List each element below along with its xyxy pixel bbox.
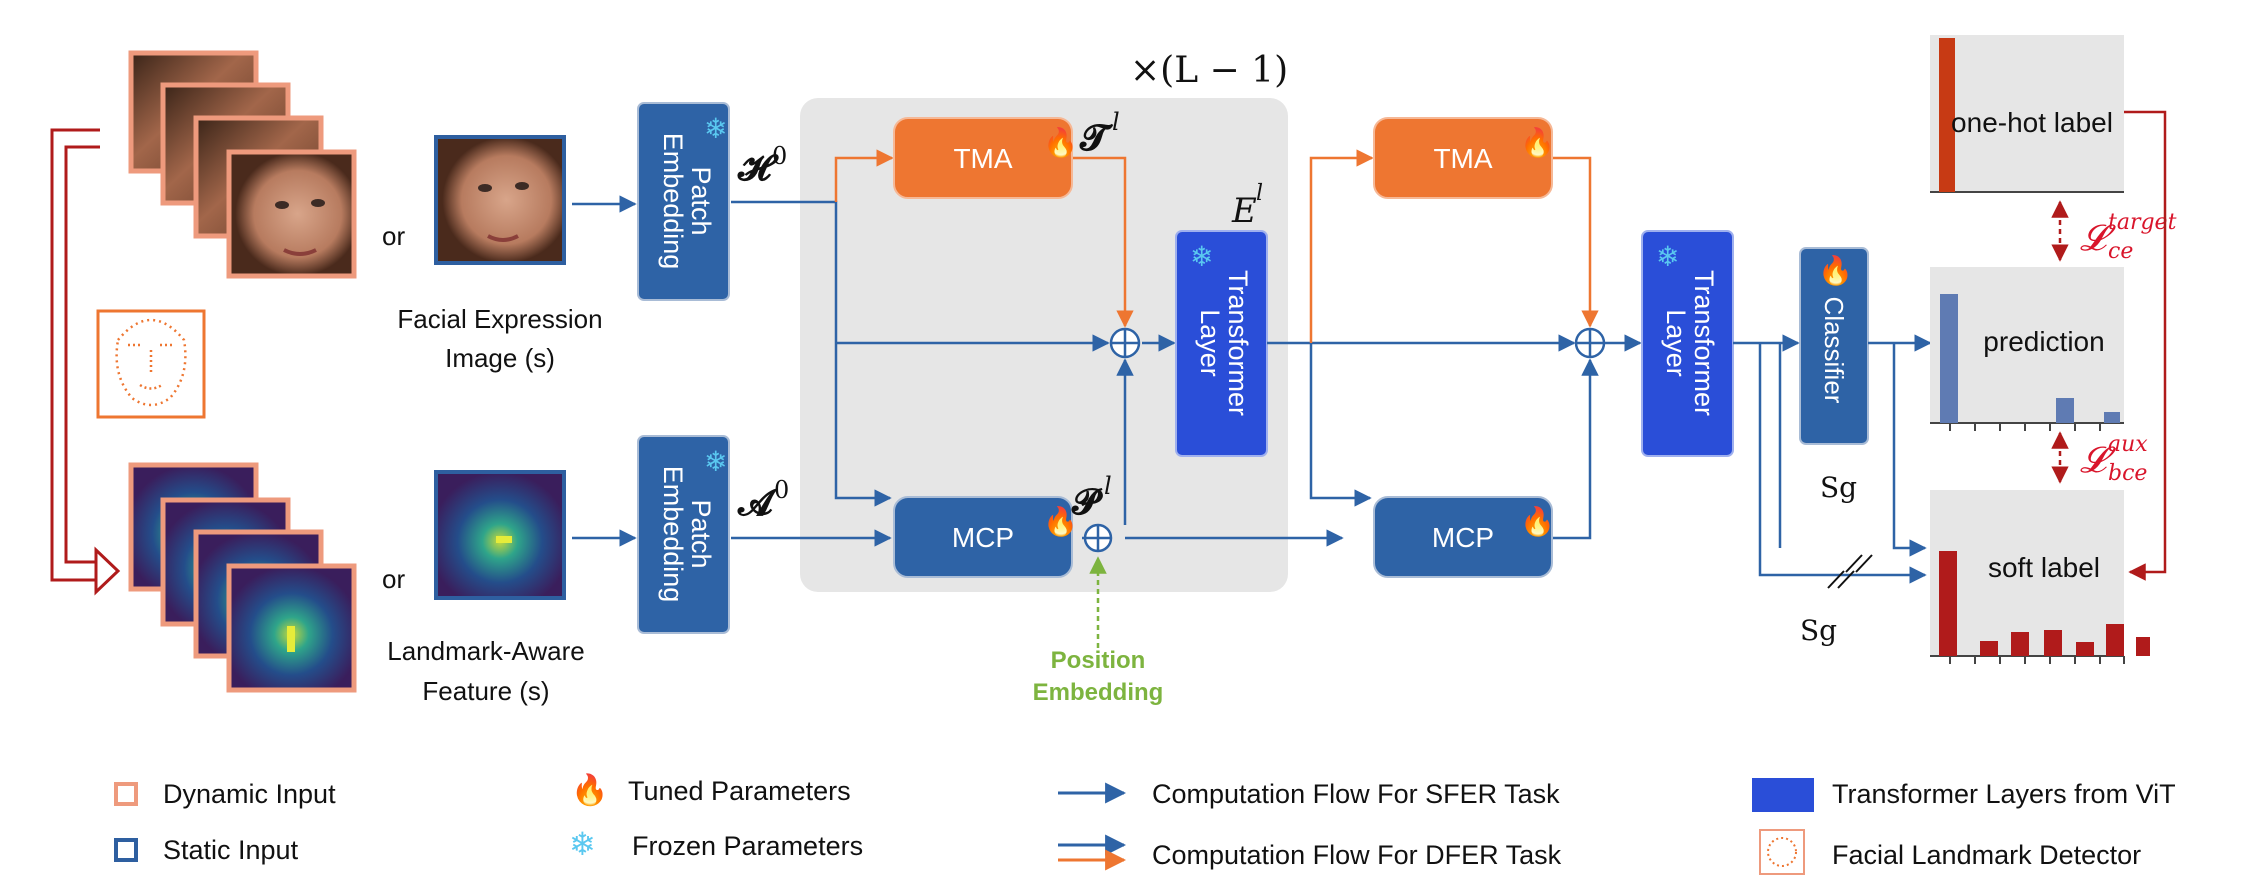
fire-icon: 🔥 [1043, 126, 1078, 159]
sum-node-1 [1109, 327, 1141, 359]
transformer-layer-1: Transformer Layer ❄ [1175, 230, 1268, 457]
static-feature-image [434, 470, 566, 600]
svg-text:Patch: Patch [686, 166, 716, 235]
svg-text:Embedding: Embedding [1033, 679, 1164, 706]
svg-text:MCP: MCP [1432, 522, 1494, 553]
svg-text:prediction: prediction [1983, 326, 2104, 357]
fire-icon: 🔥 [571, 772, 608, 807]
svg-text:𝓟: 𝓟 [1071, 481, 1103, 523]
legend-static-swatch [114, 838, 138, 862]
svg-text:one-hot label: one-hot label [1951, 107, 2113, 138]
image-caption-line2: Image (s) [445, 343, 555, 373]
svg-text:E: E [1231, 191, 1257, 231]
facial-landmark-detector-icon [96, 309, 206, 419]
svg-text:l: l [1104, 472, 1112, 500]
svg-text:Dynamic Input: Dynamic Input [163, 779, 336, 809]
svg-text:Transformer: Transformer [1223, 270, 1253, 416]
snowflake-icon: ❄ [1190, 241, 1213, 272]
sum-node-2 [1574, 327, 1606, 359]
tma-block-2: TMA 🔥 [1373, 117, 1555, 199]
landmark-extraction-arrow [50, 128, 121, 596]
svg-text:Position: Position [1051, 647, 1146, 674]
fire-icon: 🔥 [1520, 126, 1555, 159]
symbol-h0: 𝓗 0 [737, 142, 787, 189]
fire-icon: 🔥 [1818, 254, 1853, 287]
symbol-e: E l [1231, 181, 1263, 231]
tma-block-1: TMA 🔥 [893, 117, 1078, 199]
svg-text:Facial Landmark Detector: Facial Landmark Detector [1832, 840, 2141, 870]
loss-aux-label: 𝓛 aux bce [2080, 432, 2148, 486]
loss-target-label: 𝓛 target ce [2080, 210, 2177, 264]
svg-text:Tuned Parameters: Tuned Parameters [628, 776, 851, 806]
or-bottom: or [382, 564, 405, 594]
static-face-image [434, 135, 566, 265]
symbol-a0: 𝓐 0 [737, 476, 789, 524]
one-hot-label-panel: one-hot label [1930, 35, 2124, 193]
svg-text:0: 0 [772, 142, 787, 170]
output-flows [1733, 334, 1932, 589]
svg-text:𝓐: 𝓐 [737, 482, 779, 524]
svg-text:Static Input: Static Input [163, 835, 299, 865]
fire-icon: 🔥 [1520, 505, 1555, 538]
or-top: or [382, 221, 405, 251]
svg-text:l: l [1112, 108, 1120, 136]
feature-caption-line2: Feature (s) [422, 676, 549, 706]
transformer-layer-2: Transformer Layer ❄ [1641, 230, 1734, 457]
stop-gradient-label-top: Sg [1820, 471, 1857, 504]
svg-text:TMA: TMA [953, 143, 1012, 174]
snowflake-icon: ❄ [704, 446, 727, 477]
prediction-panel: prediction [1930, 267, 2124, 424]
soft-label-panel: soft label [1930, 490, 2150, 657]
svg-text:l: l [1256, 181, 1263, 206]
svg-text:Frozen Parameters: Frozen Parameters [632, 831, 863, 861]
svg-text:Transformer: Transformer [1689, 270, 1719, 416]
snowflake-icon: ❄ [1656, 241, 1679, 272]
position-sum-node [1083, 523, 1113, 553]
svg-text:aux: aux [2108, 432, 2148, 457]
svg-text:soft label: soft label [1988, 552, 2100, 583]
legend-landmark-swatch [1759, 829, 1805, 875]
dynamic-feature-stack [128, 462, 357, 693]
svg-text:0: 0 [774, 476, 789, 504]
feature-caption-line1: Landmark-Aware [387, 636, 585, 666]
legend-dynamic-swatch [114, 782, 138, 806]
legend-vit-swatch [1752, 778, 1814, 812]
repeat-label: ×(L − 1) [1130, 50, 1288, 91]
svg-text:Classifier: Classifier [1819, 297, 1849, 404]
snowflake-icon: ❄ [569, 826, 596, 862]
svg-text:Transformer Layers from ViT: Transformer Layers from ViT [1832, 779, 2176, 809]
symbol-p: 𝓟 l [1071, 472, 1112, 523]
svg-text:Computation Flow For SFER Task: Computation Flow For SFER Task [1152, 779, 1560, 809]
svg-text:ce: ce [2108, 239, 2133, 264]
mcp-block-1: MCP 🔥 [893, 496, 1078, 578]
mcp-block-2: MCP 🔥 [1373, 496, 1555, 578]
snowflake-icon: ❄ [704, 113, 727, 144]
repeat-panel [800, 98, 1288, 592]
svg-text:Layer: Layer [1195, 309, 1225, 377]
svg-text:MCP: MCP [952, 522, 1014, 553]
svg-text:TMA: TMA [1433, 143, 1492, 174]
fire-icon: 🔥 [1043, 505, 1078, 538]
svg-text:Embedding: Embedding [658, 133, 688, 270]
svg-text:Embedding: Embedding [658, 466, 688, 603]
stop-gradient-label-bottom: Sg [1800, 614, 1837, 647]
legend: Dynamic Input Static Input 🔥 Tuned Param… [114, 772, 2176, 875]
one-hot-to-soft-label-arrow [2124, 110, 2167, 581]
stage1-flows [731, 149, 1344, 547]
svg-text:Patch: Patch [686, 499, 716, 568]
position-embedding-label: Position Embedding [1033, 647, 1164, 706]
svg-text:Computation Flow For DFER Task: Computation Flow For DFER Task [1152, 840, 1562, 870]
dynamic-face-stack [128, 50, 357, 279]
classifier-block: Classifier 🔥 [1799, 247, 1869, 445]
stage2-flows [1267, 149, 1642, 540]
svg-text:target: target [2108, 210, 2177, 235]
svg-text:Layer: Layer [1661, 309, 1691, 377]
svg-text:bce: bce [2108, 461, 2147, 486]
patch-embedding-bottom: Patch Embedding ❄ [637, 435, 730, 634]
patch-embedding-top: Patch Embedding ❄ [637, 102, 730, 301]
image-caption-line1: Facial Expression [397, 304, 602, 334]
panel-ticks [1949, 423, 2125, 664]
